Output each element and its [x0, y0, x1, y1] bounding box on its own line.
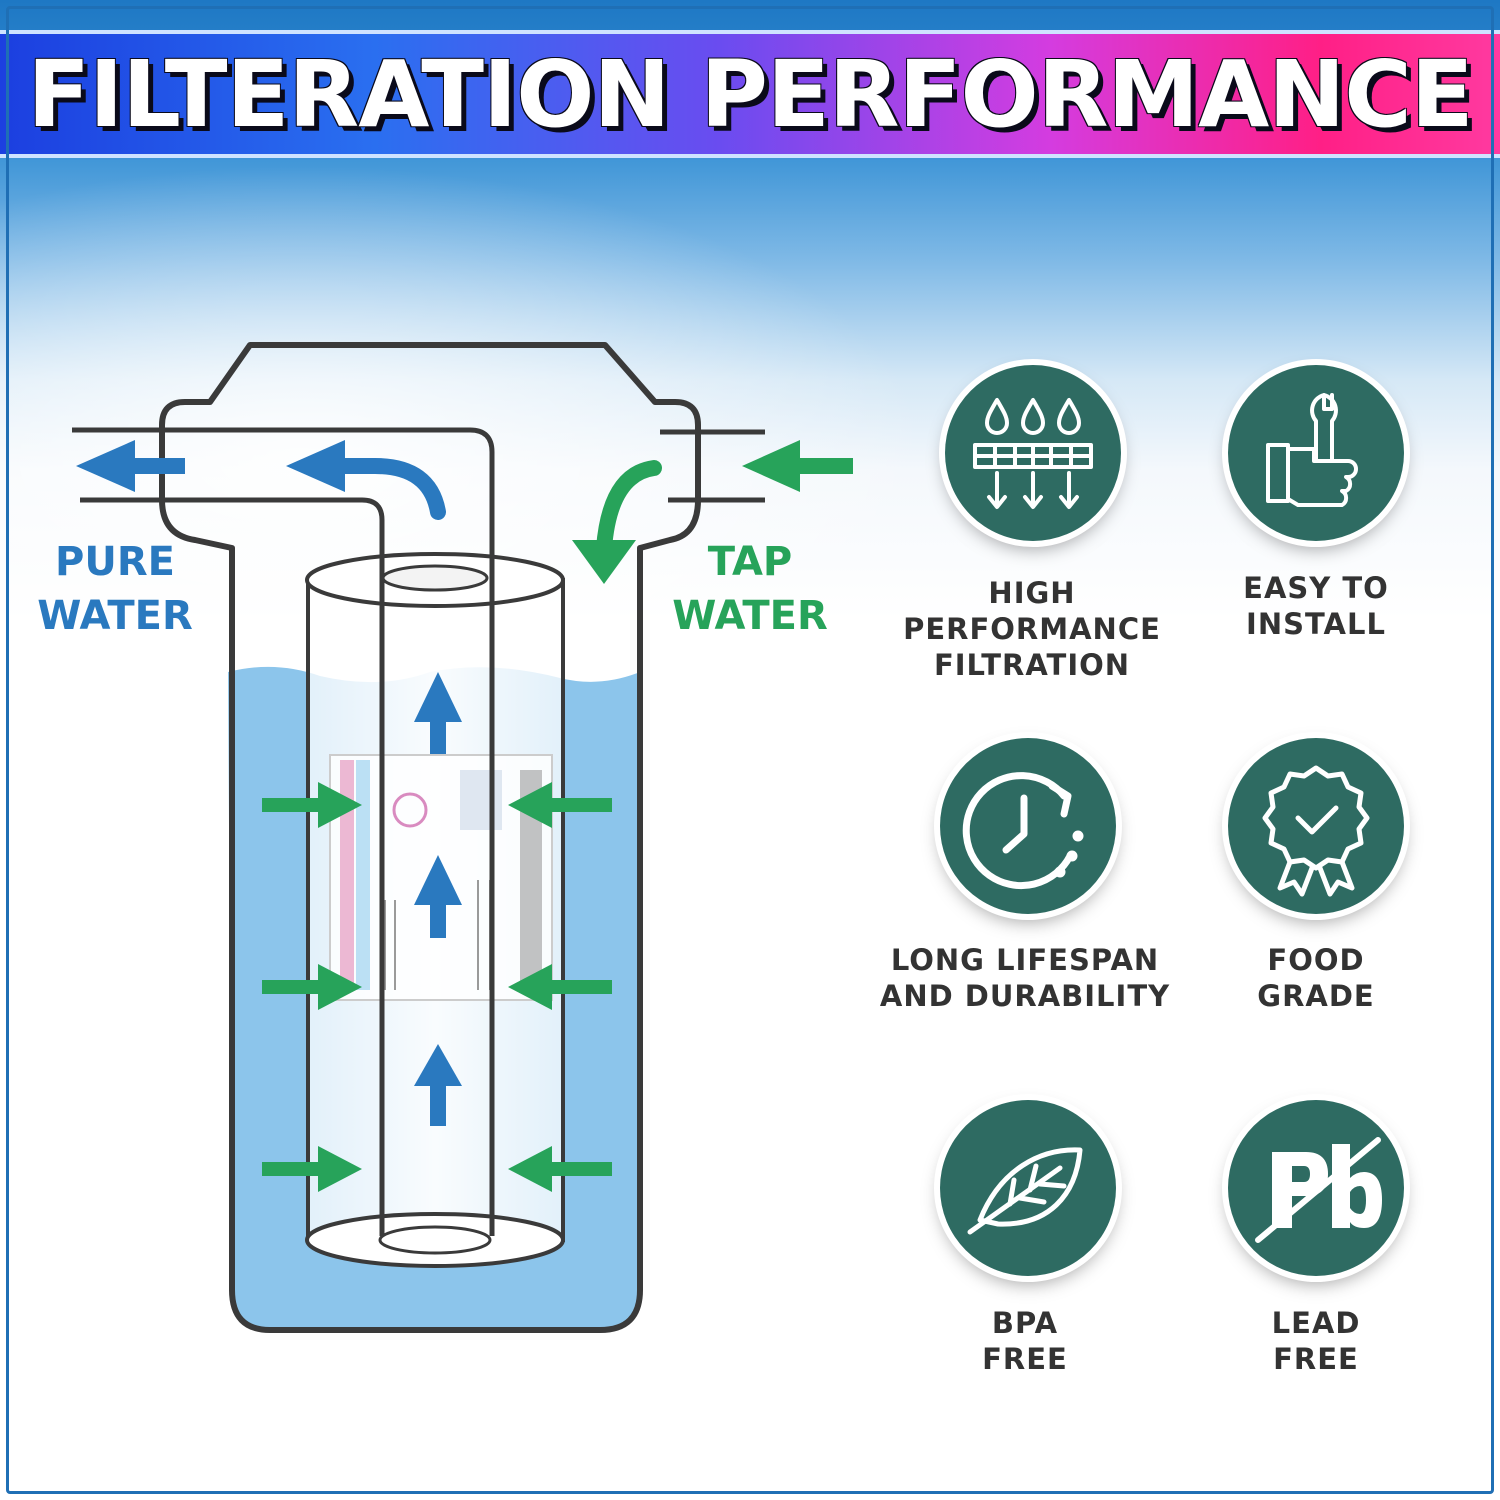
water-drops-filter-icon	[945, 365, 1121, 541]
tap-water-label: TAP WATER	[672, 539, 828, 639]
feature-label-food-grade: FOOD GRADE	[1257, 943, 1375, 1013]
feature-label-easy-install: EASY TO INSTALL	[1243, 571, 1389, 641]
feature-label-bpa-free: BPA FREE	[982, 1306, 1068, 1376]
tap-water-arrows	[262, 440, 853, 1192]
hand-wrench-icon	[1228, 365, 1404, 541]
feature-label-long-lifespan: LONG LIFESPAN AND DURABILITY	[879, 943, 1171, 1013]
title-banner	[0, 30, 1500, 158]
feature-label-high-performance: HIGH PERFORMANCE FILTRATION	[903, 576, 1161, 682]
pure-water-label: PURE WATER	[37, 539, 193, 639]
pure-water-arrows	[76, 440, 462, 1126]
housing-outline	[159, 342, 701, 1333]
certified-badge-icon	[1228, 738, 1404, 914]
no-lead-icon	[1228, 1100, 1404, 1276]
feature-label-lead-free: LEAD FREE	[1271, 1306, 1361, 1376]
page-title: FILTERATION PERFORMANCE	[27, 40, 1473, 148]
outlet-pipe	[72, 427, 495, 1230]
clock-refresh-icon	[940, 738, 1116, 914]
leaf-icon	[940, 1100, 1116, 1276]
